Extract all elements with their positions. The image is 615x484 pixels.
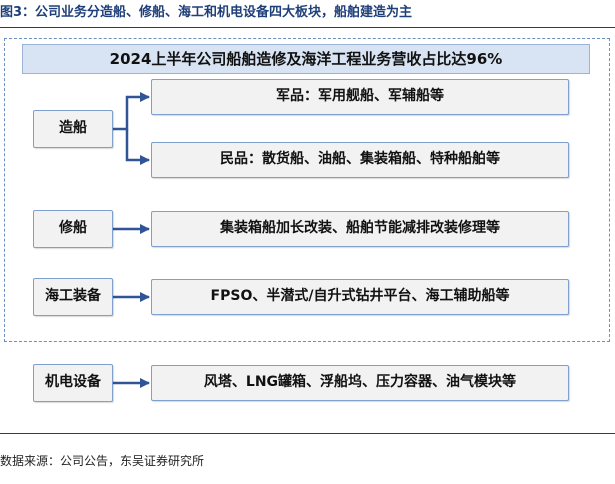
detail-electromech: 风塔、LNG罐箱、浮船坞、压力容器、油气模块等 [151, 365, 569, 401]
arrow-zaochuan-branch [113, 92, 150, 131]
arrow-zaochuan-branch-2 [125, 129, 150, 165]
category-zaochuan: 造船 [33, 110, 113, 148]
category-xiuchuan: 修船 [33, 210, 113, 248]
detail-civilian: 民品：散货船、油船、集装箱船、特种船舶等 [151, 142, 569, 178]
category-jidian: 机电设备 [33, 364, 113, 402]
source-note: 数据来源：公司公告，东吴证券研究所 [0, 454, 205, 468]
category-haigong: 海工装备 [33, 278, 113, 316]
detail-offshore: FPSO、半潜式/自升式钻井平台、海工辅助船等 [151, 279, 569, 315]
dashed-frame [4, 38, 610, 342]
top-rule [0, 27, 615, 28]
bottom-rule [0, 433, 615, 434]
detail-repair: 集装箱船加长改装、船舶节能减排改装修理等 [151, 211, 569, 247]
detail-military: 军品：军用舰船、军辅船等 [151, 79, 569, 115]
header-banner: 2024上半年公司船舶造修及海洋工程业务营收占比达96% [22, 44, 590, 74]
figure-title: 图3：公司业务分造船、修船、海工和机电设备四大板块，船舶建造为主 [0, 5, 413, 20]
